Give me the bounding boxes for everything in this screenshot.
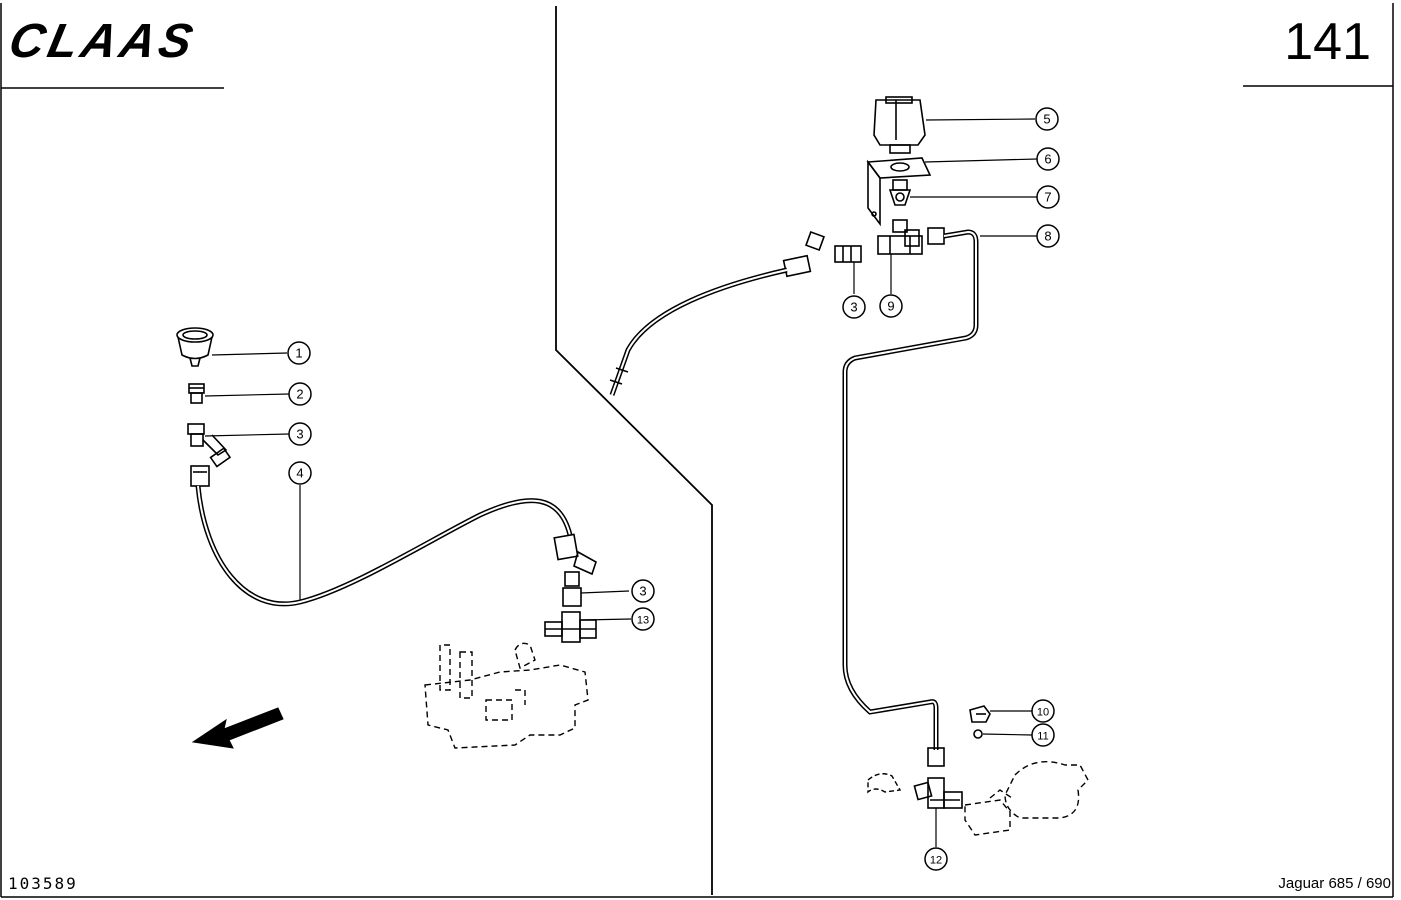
callout-number: 11 xyxy=(1037,731,1048,743)
callout-1: 1 xyxy=(287,341,311,365)
callout-circle xyxy=(1031,723,1055,747)
right-hose-drawing xyxy=(609,254,812,396)
callout-circle xyxy=(1036,224,1060,248)
part-1-drawing xyxy=(176,327,214,367)
leader-lines xyxy=(204,118,1038,847)
callout-number: 1 xyxy=(295,346,302,361)
callout-number: 10 xyxy=(1037,707,1049,719)
part-3-right-drawing xyxy=(805,231,862,263)
callout-8: 8 xyxy=(1036,224,1060,248)
callout-3: 3 xyxy=(842,295,866,319)
callout-number: 3 xyxy=(639,584,646,599)
callout-number: 13 xyxy=(637,615,649,627)
part-6-drawing xyxy=(866,157,932,227)
right-assembly xyxy=(609,96,1089,836)
callout-number: 7 xyxy=(1044,190,1051,205)
callout-12: 12 xyxy=(924,847,948,871)
part-3-lower-drawing xyxy=(562,550,597,607)
callout-13: 13 xyxy=(631,607,655,631)
part-13-drawing xyxy=(544,611,597,643)
callout-circle xyxy=(1031,699,1055,723)
direction-arrow xyxy=(191,707,284,749)
part-2-drawing xyxy=(188,383,205,404)
part-10-drawing xyxy=(969,705,991,723)
callout-circle xyxy=(1036,185,1060,209)
callout-10: 10 xyxy=(1031,699,1055,723)
callout-number: 4 xyxy=(296,466,303,481)
part-3-upper-drawing xyxy=(187,423,232,468)
part-4-hose-drawing xyxy=(190,465,579,607)
callout-circle xyxy=(842,295,866,319)
callout-circle xyxy=(631,579,655,603)
pump-outline xyxy=(964,761,1089,836)
part-9-drawing xyxy=(877,219,923,255)
callout-2: 2 xyxy=(288,382,312,406)
part-7-drawing xyxy=(888,179,912,206)
callout-circle xyxy=(1036,147,1060,171)
callout-number: 2 xyxy=(296,387,303,402)
callout-number: 6 xyxy=(1044,152,1051,167)
frame-lines xyxy=(0,3,1394,898)
callout-7: 7 xyxy=(1036,185,1060,209)
callout-circle xyxy=(288,422,312,446)
callout-number: 12 xyxy=(930,855,942,867)
callout-3: 3 xyxy=(288,422,312,446)
left-assembly xyxy=(176,327,597,749)
callout-number: 5 xyxy=(1043,112,1050,127)
valve-block-outline xyxy=(424,642,589,749)
callout-11: 11 xyxy=(1031,723,1055,747)
callout-5: 5 xyxy=(1035,107,1059,131)
callout-circle xyxy=(924,847,948,871)
callout-number: 3 xyxy=(296,427,303,442)
page-number: 141 xyxy=(1284,13,1371,71)
callout-6: 6 xyxy=(1036,147,1060,171)
part-8-pipe-drawing xyxy=(842,227,979,767)
part-12-drawing xyxy=(913,777,963,809)
part-11-drawing xyxy=(973,729,983,739)
callout-circle xyxy=(879,294,903,318)
drawing-number: 103589 xyxy=(8,874,78,893)
callout-3: 3 xyxy=(631,579,655,603)
dashed-hose-elbow xyxy=(867,773,902,794)
callout-number: 8 xyxy=(1044,229,1051,244)
callout-4: 4 xyxy=(288,461,312,485)
callout-9: 9 xyxy=(879,294,903,318)
callout-circle xyxy=(631,607,655,631)
callout-circle xyxy=(1035,107,1059,131)
callout-circle xyxy=(287,341,311,365)
machine-model: Jaguar 685 / 690 xyxy=(1278,875,1391,892)
callout-circle xyxy=(288,461,312,485)
callout-circle xyxy=(288,382,312,406)
callout-number: 9 xyxy=(887,299,894,314)
callout-number: 3 xyxy=(850,300,857,315)
part-5-drawing xyxy=(873,96,926,154)
